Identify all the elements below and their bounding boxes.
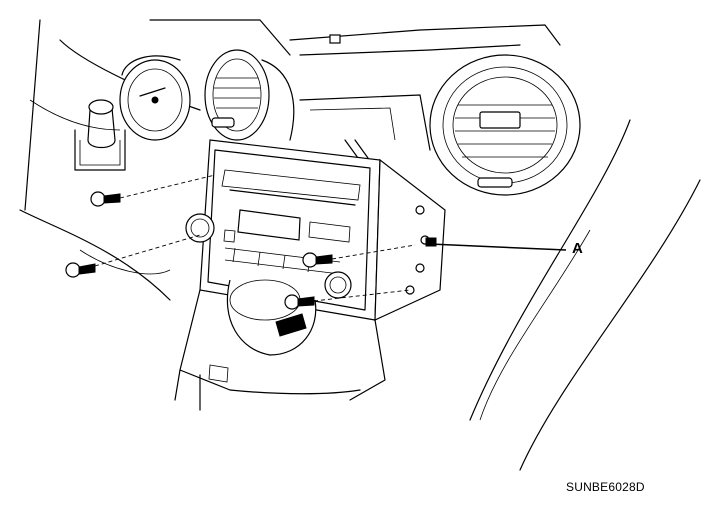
callout-leader-line — [429, 243, 567, 251]
callout-label-a: A — [572, 240, 583, 257]
alignment-lines — [94, 174, 416, 302]
figure-code: SUNBE6028D — [566, 480, 645, 494]
center-dash-top — [289, 24, 561, 159]
mounting-screw-center — [302, 252, 333, 268]
mounting-screw-upper-left — [90, 191, 121, 207]
mounting-screw-lower-center — [284, 294, 315, 310]
dashboard-right-panel — [469, 119, 701, 471]
audio-head-unit — [185, 139, 446, 321]
gear-shift-lever — [74, 99, 126, 171]
left-air-vent — [204, 49, 295, 141]
instrument-gauge — [119, 55, 191, 141]
mounting-screw-lower-left — [65, 262, 96, 278]
right-air-vent — [429, 54, 581, 196]
